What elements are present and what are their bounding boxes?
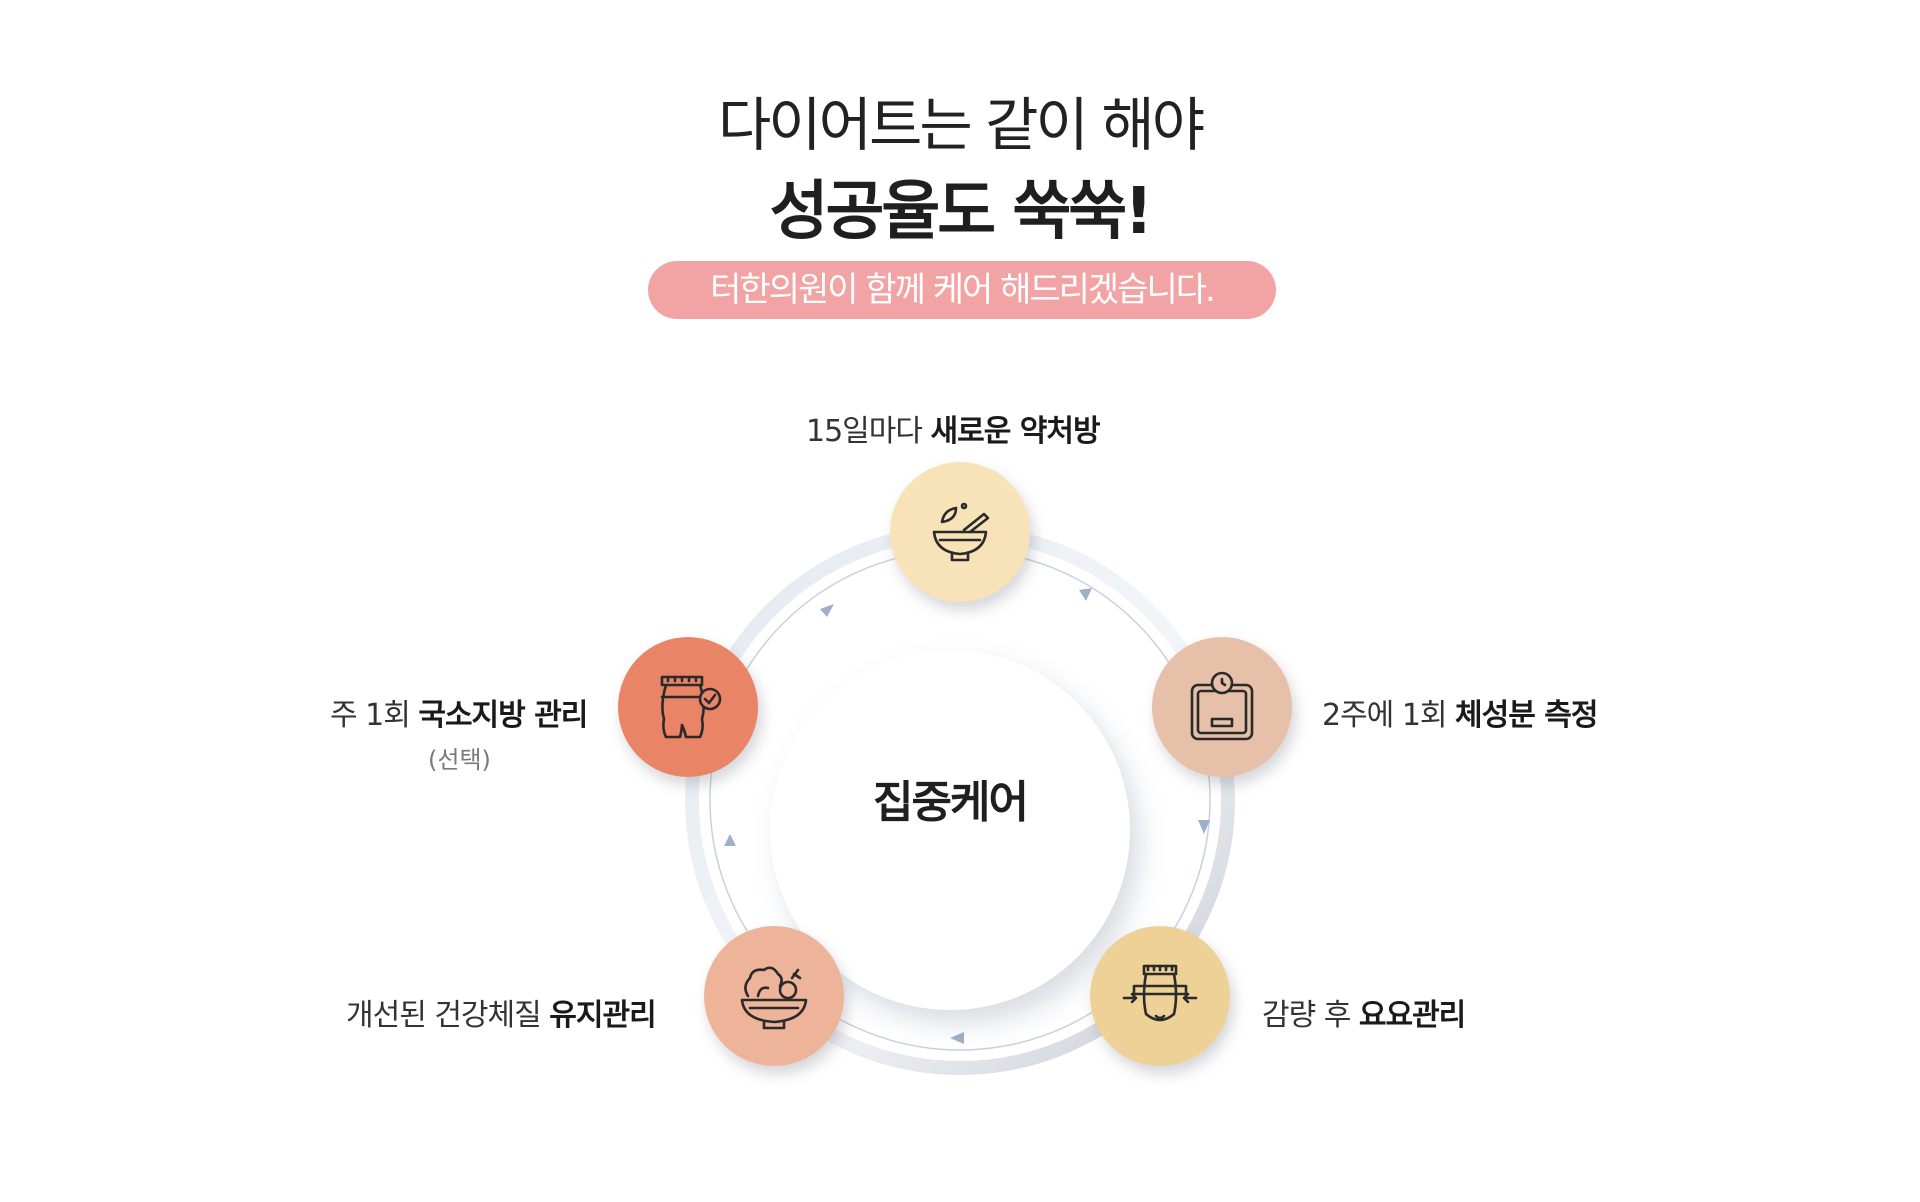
center-label: 집중케어 [873, 777, 1029, 828]
center-disc [770, 650, 1130, 1010]
arrow-icon [950, 1032, 964, 1044]
arrow-icon [724, 834, 736, 846]
waist-check-icon [660, 675, 722, 739]
step-label-body-composition: 2주에 1회 체성분 측정 [1322, 698, 1599, 733]
subtitle-pill: 터한의원이 함께 케어 해드리겠습니다. [648, 261, 1276, 319]
step-label-maintenance: 개선된 건강체질 유지관리 [346, 998, 657, 1033]
scale-icon [1190, 671, 1254, 741]
arrow-icon [820, 604, 834, 617]
measuring-waist-icon [1122, 964, 1198, 1022]
step-label-prescription: 15일마다 새로운 약처방 [806, 414, 1101, 449]
step-label-yoyo-care: 감량 후 요요관리 [1262, 998, 1466, 1033]
optional-note: (선택) [428, 746, 491, 774]
step-node-local-fat [618, 637, 758, 777]
salad-bowl-icon [740, 966, 808, 1030]
mortar-pestle-icon [932, 502, 990, 562]
step-label-local-fat: 주 1회 국소지방 관리 [330, 698, 588, 733]
step-node-prescription [890, 462, 1030, 602]
step-node-yoyo-care [1090, 926, 1230, 1066]
headline-line-1: 다이어트는 같이 해야 [717, 91, 1205, 159]
step-node-body-composition [1152, 637, 1292, 777]
headline-line-2: 성공율도 쑥쑥! [769, 175, 1154, 249]
arrow-icon [1198, 820, 1210, 834]
arrow-icon [1079, 588, 1092, 601]
step-node-maintenance [704, 926, 844, 1066]
